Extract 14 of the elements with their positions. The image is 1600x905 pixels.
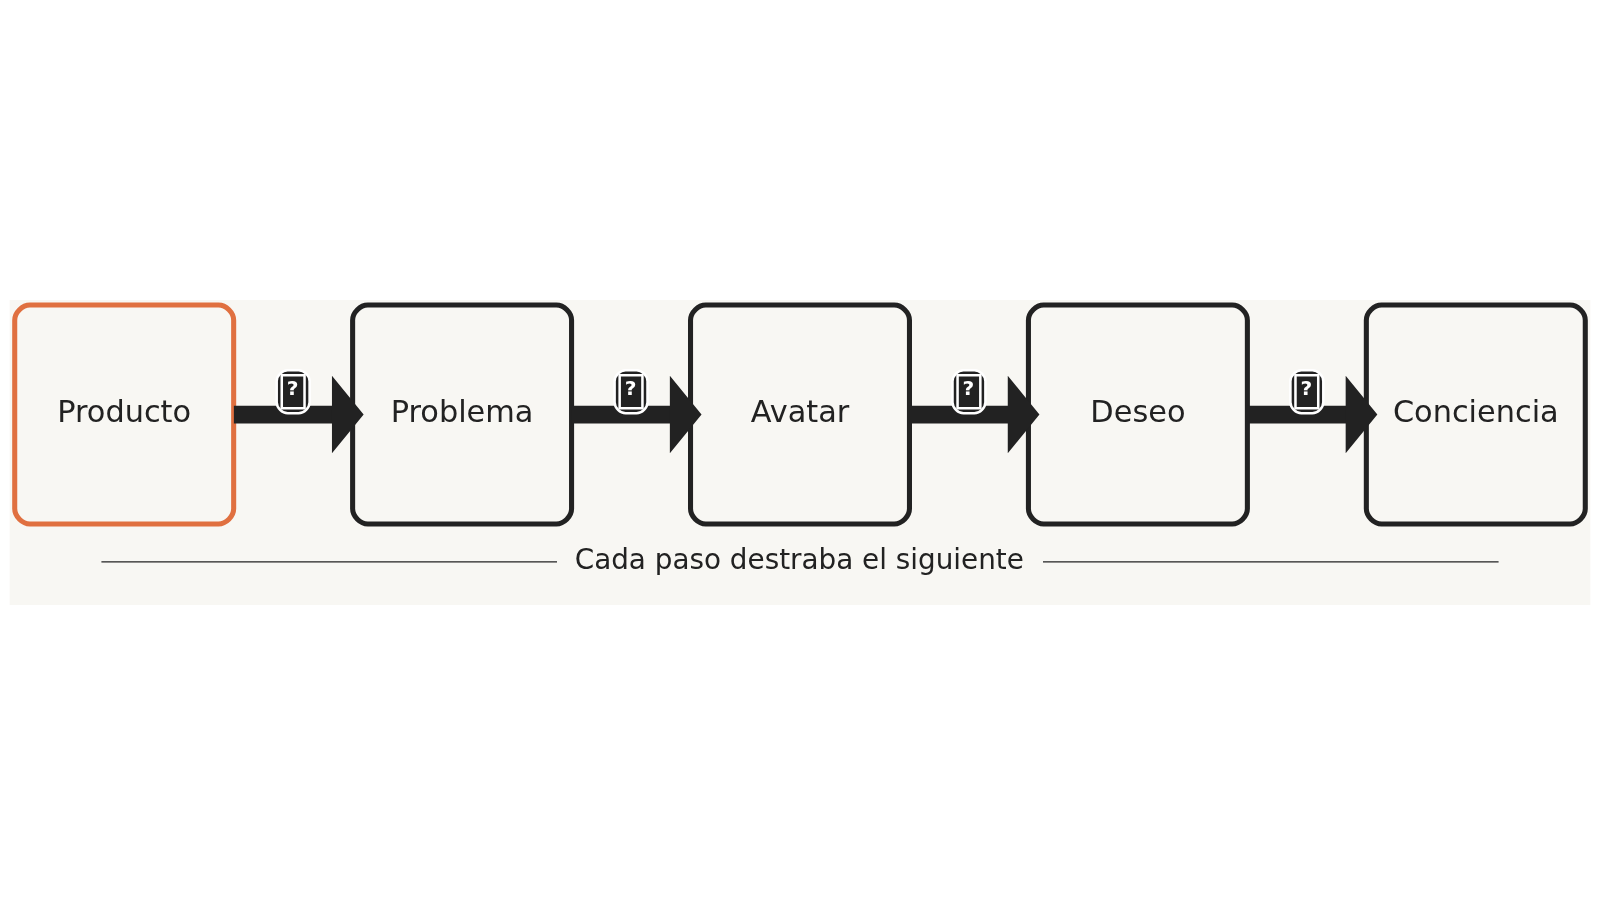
node-box: Problema xyxy=(350,302,575,527)
edge-label: ? xyxy=(624,376,637,401)
node-box: Avatar xyxy=(688,302,912,527)
edge-label: ? xyxy=(286,376,299,401)
caption: Cada paso destraba el siguiente xyxy=(574,543,1024,577)
node-box: Producto xyxy=(12,302,237,527)
arrow xyxy=(1247,375,1378,454)
edge-label: ? xyxy=(1300,376,1313,401)
arrow xyxy=(909,375,1040,454)
node-box: Deseo xyxy=(1025,302,1250,527)
arrow xyxy=(571,375,702,454)
edge-label: ? xyxy=(962,376,975,401)
node-box: Conciencia xyxy=(1363,302,1588,527)
arrow xyxy=(233,375,364,454)
